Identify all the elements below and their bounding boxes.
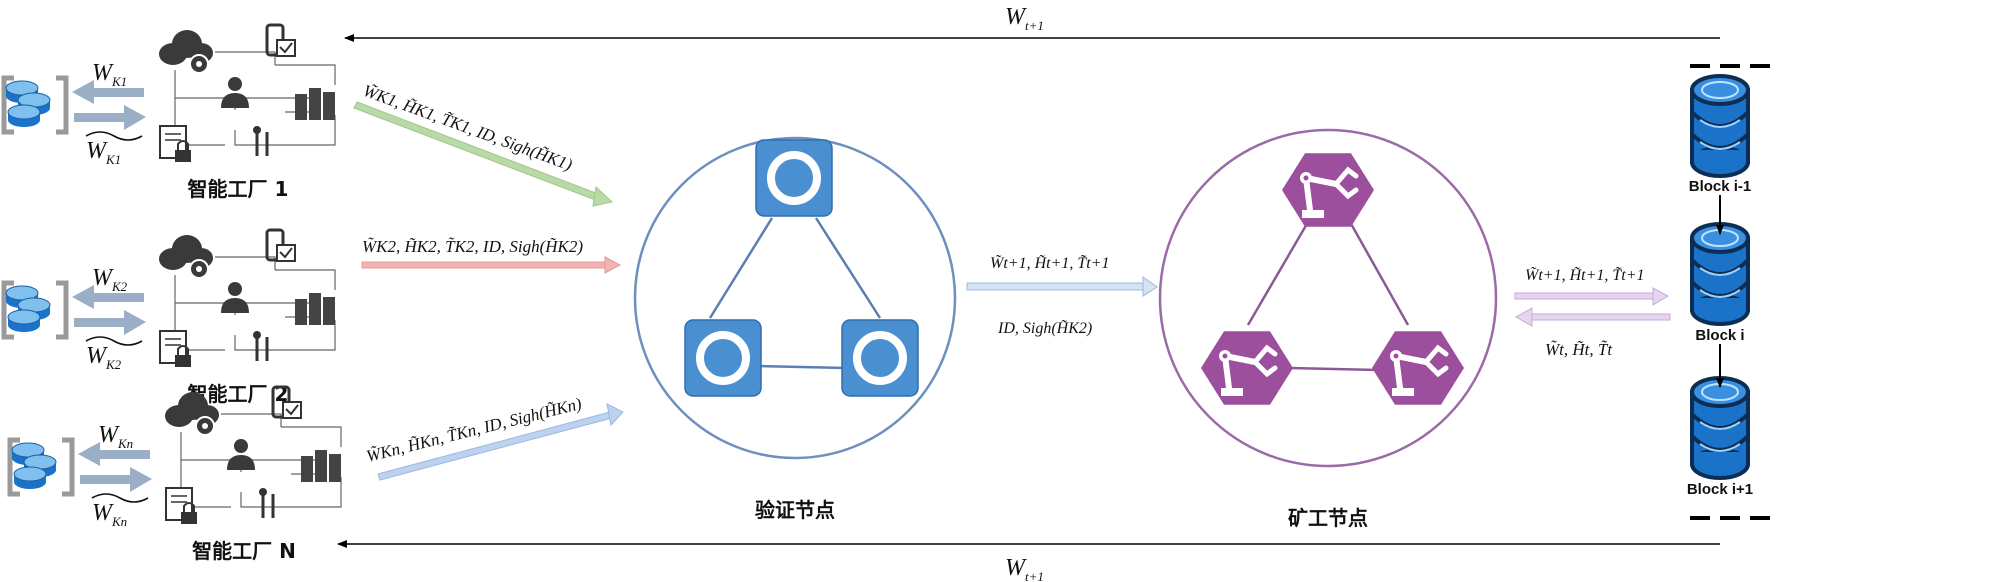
- svg-text:Wt+1: Wt+1: [1005, 4, 1044, 33]
- chain-tx-bottom: W̃t, H̃t, T̃t: [1545, 340, 1613, 359]
- factory-n-tx: W̃Kn, H̃Kn, T̃Kn, ID, Sigh(H̃Kn): [364, 394, 624, 481]
- factory-1-w-in-sub: K1: [105, 152, 121, 167]
- factory-1-tx: W̃K1, H̃K1, T̃K1, ID, Sigh(H̃K1): [353, 81, 614, 207]
- block-label: Block i-1: [1689, 178, 1752, 195]
- mid-tx-top: W̃t+1, H̃t+1, T̃t+1: [990, 254, 1110, 272]
- tools-icon: [253, 126, 269, 156]
- block-label: Block i+1: [1687, 481, 1753, 498]
- factory-1-w-out-sub: K1: [111, 74, 127, 89]
- feedback-top-sub: t+1: [1025, 18, 1044, 33]
- document-lock-icon: [159, 330, 191, 367]
- factory-n-w-in-sub: Kn: [111, 514, 127, 529]
- tilde-mark: [85, 131, 143, 141]
- svg-text:WK1: WK1: [86, 138, 121, 167]
- miner-ring: [1158, 128, 1498, 468]
- validator-to-miner-tx: W̃t+1, H̃t+1, T̃t+1 ID, Sigh(H̃K2): [966, 254, 1158, 337]
- document-lock-icon: [159, 125, 191, 162]
- cloud-gear-icon: [159, 30, 213, 74]
- local-database-icon: [1, 75, 69, 135]
- robot-arm-icon: [1201, 331, 1293, 405]
- chain-tx-top: W̃t+1, H̃t+1, T̃t+1: [1525, 266, 1645, 284]
- tools-icon: [253, 331, 269, 361]
- database-icon: [1690, 74, 1750, 178]
- phone-check-icon: [265, 228, 296, 262]
- validator-node-icon: [684, 319, 762, 397]
- robot-arm-icon: [1372, 331, 1464, 405]
- phone-check-icon: [265, 23, 296, 57]
- svg-text:Wt+1: Wt+1: [1005, 555, 1044, 582]
- factory-2-tx-label: W̃K2, H̃K2, T̃K2, ID, Sigh(H̃K2): [362, 237, 583, 256]
- server-icon: [295, 293, 335, 325]
- database-icon: [1690, 376, 1750, 480]
- cloud-gear-icon: [159, 235, 213, 279]
- factory-2-w-in-sub: K2: [105, 357, 122, 372]
- factory-2-tx: W̃K2, H̃K2, T̃K2, ID, Sigh(H̃K2): [361, 237, 622, 274]
- factory-network-icon: [159, 228, 336, 367]
- user-icon: [221, 282, 249, 313]
- factory-2-tx-arrow: [361, 261, 608, 269]
- factory-1-w-in-base: W: [86, 138, 108, 164]
- factory-network-icon: [165, 385, 342, 524]
- factory-2-w-out-base: W: [92, 265, 114, 291]
- svg-text:WK2: WK2: [86, 343, 122, 372]
- validator-cluster: 验证节点: [633, 136, 957, 522]
- factory-1-label: 智能工厂 1: [188, 177, 289, 201]
- factory-1-tx-label: W̃K1, H̃K1, T̃K1, ID, Sigh(H̃K1): [361, 81, 575, 175]
- svg-text:WKn: WKn: [92, 500, 127, 529]
- factory-n-w-out-sub: Kn: [117, 436, 133, 451]
- server-icon: [295, 88, 335, 120]
- miner-chain-tx: W̃t+1, H̃t+1, T̃t+1 W̃t, H̃t, T̃t: [1514, 266, 1671, 359]
- factory-network-icon: [159, 23, 336, 162]
- block-label: Block i: [1695, 327, 1744, 344]
- miner-label: 矿工节点: [1288, 506, 1368, 530]
- feedback-bottom-base: W: [1005, 555, 1027, 581]
- phone-check-icon: [271, 385, 302, 419]
- factory-n-label: 智能工厂 N: [192, 539, 296, 563]
- validator-label: 验证节点: [755, 498, 835, 522]
- document-lock-icon: [165, 487, 197, 524]
- factory-n-w-out-base: W: [98, 422, 120, 448]
- feedback-arrow-bottom: Wt+1: [337, 540, 1720, 582]
- feedback-top-base: W: [1005, 4, 1027, 30]
- miner-cluster: 矿工节点: [1158, 128, 1498, 530]
- validator-ring: [633, 136, 957, 460]
- robot-arm-icon: [1282, 153, 1374, 227]
- tilde-mark: [85, 336, 143, 346]
- validator-node-icon: [841, 319, 919, 397]
- factory-2-w-in-base: W: [86, 343, 108, 369]
- tools-icon: [259, 488, 275, 518]
- blockchain: Block i-1 Block i Block i+1: [1687, 64, 1770, 520]
- svg-text:WK2: WK2: [92, 265, 128, 294]
- exchange-arrows: [72, 285, 146, 335]
- local-database-icon: [7, 437, 75, 497]
- exchange-arrows: [72, 80, 146, 130]
- user-icon: [227, 439, 255, 470]
- svg-text:WK1: WK1: [92, 60, 127, 89]
- user-icon: [221, 77, 249, 108]
- svg-text:WKn: WKn: [98, 422, 133, 451]
- cloud-gear-icon: [165, 392, 219, 436]
- database-icon: [1690, 222, 1750, 326]
- factory-n-w-in-base: W: [92, 500, 114, 526]
- feedback-bottom-sub: t+1: [1025, 569, 1044, 582]
- exchange-arrows: [78, 442, 152, 492]
- server-icon: [301, 450, 341, 482]
- factory-1-w-out-base: W: [92, 60, 114, 86]
- factory-2-w-out-sub: K2: [111, 279, 128, 294]
- tilde-mark: [91, 493, 149, 503]
- validator-node-icon: [755, 139, 833, 217]
- feedback-arrow-top: Wt+1: [344, 4, 1720, 42]
- local-database-icon: [1, 280, 69, 340]
- mid-tx-bottom: ID, Sigh(H̃K2): [997, 319, 1092, 337]
